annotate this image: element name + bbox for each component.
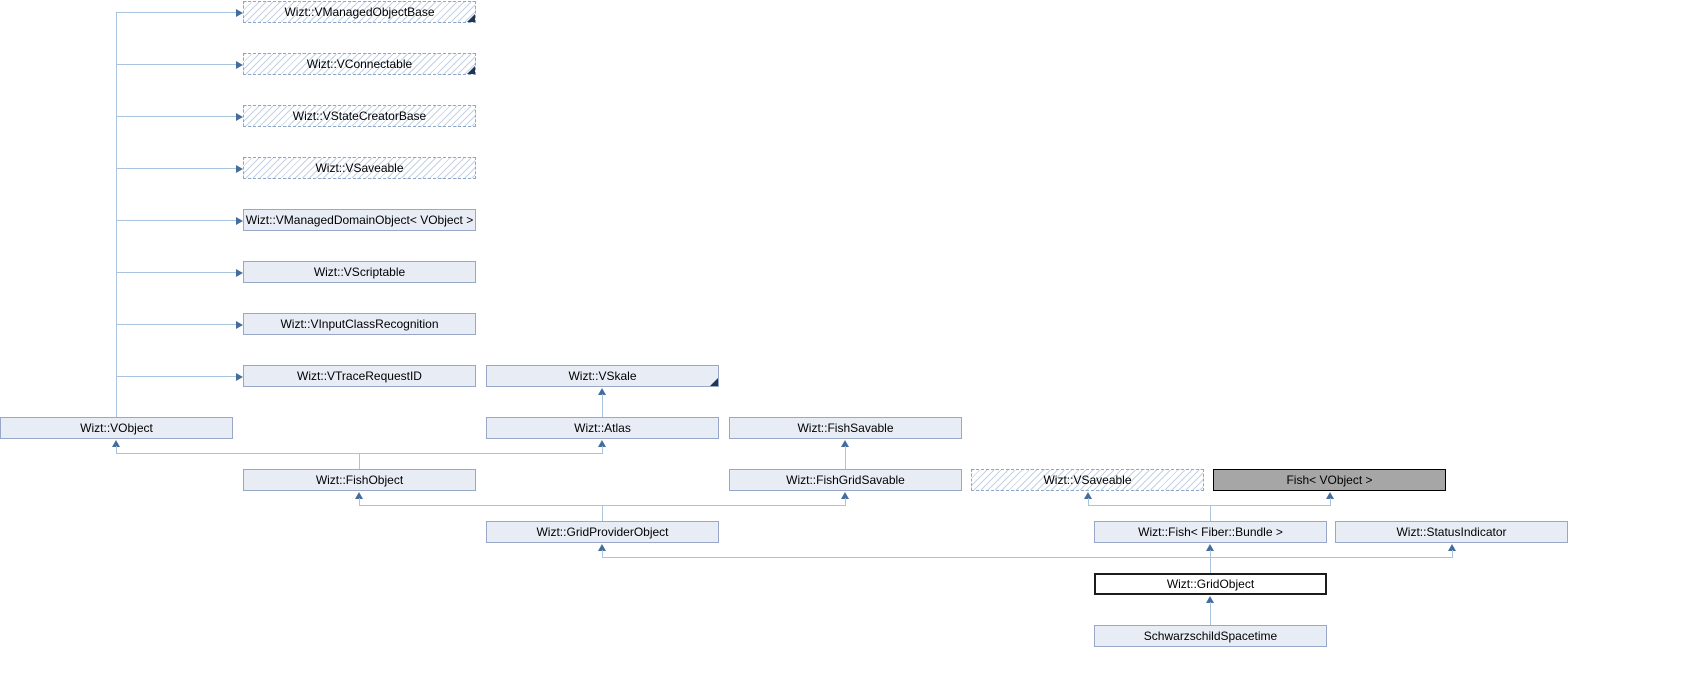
edge-gridobject-to-statusindicator xyxy=(1452,550,1453,557)
edge-gridproviderobject-to-fishgridsavable xyxy=(845,498,846,505)
edge-fishobject-trunk xyxy=(359,453,360,469)
edge-fishbundle-to-vsaveable xyxy=(1088,498,1089,505)
edge-arrow-fishgridsavable xyxy=(841,492,849,499)
edge-arrow-atlas xyxy=(598,440,606,447)
edge-gridobject-trunk xyxy=(1210,557,1211,573)
node-label: Wizt::VManagedObjectBase xyxy=(284,5,435,19)
edge-arrow-statusindicator xyxy=(1448,544,1456,551)
node-label: Wizt::FishGridSavable xyxy=(786,473,905,487)
edge-fishobject-to-atlas xyxy=(602,446,603,453)
node-label: Wizt::StatusIndicator xyxy=(1396,525,1507,539)
node-fish-vobject-current: Fish< VObject > xyxy=(1213,469,1446,491)
edge-arrow-fishsavable xyxy=(841,440,849,447)
edge-fishgridsavable-to-fishsavable xyxy=(845,446,846,469)
node-label: Wizt::VSaveable xyxy=(1043,473,1132,487)
node-wizt-statusindicator[interactable]: Wizt::StatusIndicator xyxy=(1335,521,1568,543)
edge-arrow-vtracerequestid xyxy=(236,373,243,381)
edge-atlas-to-vskale xyxy=(602,394,603,417)
node-label: Wizt::Atlas xyxy=(574,421,631,435)
edge-arrow-vsaveable-mid xyxy=(1084,492,1092,499)
edge-vobject-to-vinputclassrecognition xyxy=(116,324,237,325)
edge-gridobject-channel xyxy=(602,557,1453,558)
node-wizt-vstatecreatorbase: Wizt::VStateCreatorBase xyxy=(243,105,476,127)
node-wizt-vinputclassrecognition[interactable]: Wizt::VInputClassRecognition xyxy=(243,313,476,335)
edge-arrow-vmanageddomainobject xyxy=(236,217,243,225)
edge-arrow-vscriptable xyxy=(236,269,243,277)
node-label: Wizt::VSkale xyxy=(568,369,637,383)
node-wizt-vscriptable[interactable]: Wizt::VScriptable xyxy=(243,261,476,283)
edge-arrow-vconnectable xyxy=(236,61,243,69)
edge-arrow-fishbundle xyxy=(1206,544,1214,551)
node-label: Wizt::Fish< Fiber::Bundle > xyxy=(1138,525,1283,539)
node-wizt-atlas[interactable]: Wizt::Atlas xyxy=(486,417,719,439)
node-label: Fish< VObject > xyxy=(1286,473,1373,487)
node-wizt-vmanageddomainobject[interactable]: Wizt::VManagedDomainObject< VObject > xyxy=(243,209,476,231)
node-wizt-vmanagedobjectbase: Wizt::VManagedObjectBase xyxy=(243,1,476,23)
node-label: SchwarzschildSpacetime xyxy=(1143,629,1278,643)
edge-vobject-to-vstatecreatorbase xyxy=(116,116,237,117)
node-wizt-fishobject[interactable]: Wizt::FishObject xyxy=(243,469,476,491)
edge-gridproviderobject-to-fishobject xyxy=(359,498,360,505)
edge-fishbundle-trunk xyxy=(1210,505,1211,521)
edge-arrow-vsaveable-top xyxy=(236,165,243,173)
edge-arrow-fishobject xyxy=(355,492,363,499)
node-label: Wizt::VObject xyxy=(80,421,153,435)
node-label: Wizt::VInputClassRecognition xyxy=(280,317,439,331)
node-label: Wizt::GridProviderObject xyxy=(536,525,669,539)
node-label: Wizt::VSaveable xyxy=(315,161,404,175)
node-label: Wizt::GridObject xyxy=(1166,577,1255,591)
truncation-marker-icon xyxy=(467,14,475,22)
node-label: Wizt::VConnectable xyxy=(306,57,413,71)
edge-arrow-vinputclassrecognition xyxy=(236,321,243,329)
edge-vobject-to-vtracerequestid xyxy=(116,376,237,377)
node-label: Wizt::VTraceRequestID xyxy=(297,369,422,383)
edge-vobject-to-vmanagedobjectbase xyxy=(116,12,237,13)
node-wizt-vskale[interactable]: Wizt::VSkale xyxy=(486,365,719,387)
edge-arrow-vmanagedobjectbase xyxy=(236,9,243,17)
edge-vobject-to-vmanageddomainobject xyxy=(116,220,237,221)
edge-vobject-to-vscriptable xyxy=(116,272,237,273)
node-wizt-vtracerequestid[interactable]: Wizt::VTraceRequestID xyxy=(243,365,476,387)
edge-fishobject-channel xyxy=(116,453,603,454)
edge-vobject-to-vsaveable-top xyxy=(116,168,237,169)
node-wizt-gridobject[interactable]: Wizt::GridObject xyxy=(1094,573,1327,595)
edge-vobject-to-vconnectable xyxy=(116,64,237,65)
node-label: Wizt::VStateCreatorBase xyxy=(292,109,427,123)
node-wizt-fishsavable[interactable]: Wizt::FishSavable xyxy=(729,417,962,439)
edge-gridproviderobject-channel xyxy=(359,505,846,506)
edge-schwarzschild-to-gridobject xyxy=(1210,602,1211,625)
truncation-marker-icon xyxy=(710,378,718,386)
node-label: Wizt::FishObject xyxy=(315,473,404,487)
edge-gridobject-to-fishbundle xyxy=(1210,550,1211,557)
edge-fishbundle-channel xyxy=(1088,505,1331,506)
node-wizt-fish-fiber-bundle[interactable]: Wizt::Fish< Fiber::Bundle > xyxy=(1094,521,1327,543)
node-wizt-vsaveable-mid: Wizt::VSaveable xyxy=(971,469,1204,491)
edge-arrow-vskale xyxy=(598,388,606,395)
edge-fishobject-to-vobject xyxy=(116,446,117,453)
edge-arrow-gridobject xyxy=(1206,596,1214,603)
edge-arrow-vstatecreatorbase xyxy=(236,113,243,121)
node-schwarzschildspacetime[interactable]: SchwarzschildSpacetime xyxy=(1094,625,1327,647)
node-wizt-fishgridsavable[interactable]: Wizt::FishGridSavable xyxy=(729,469,962,491)
node-wizt-vconnectable: Wizt::VConnectable xyxy=(243,53,476,75)
node-label: Wizt::VScriptable xyxy=(313,265,406,279)
truncation-marker-icon xyxy=(467,66,475,74)
edge-arrow-fish-vobject xyxy=(1326,492,1334,499)
node-label: Wizt::VManagedDomainObject< VObject > xyxy=(245,213,474,227)
edge-arrow-vobject xyxy=(112,440,120,447)
node-wizt-gridproviderobject[interactable]: Wizt::GridProviderObject xyxy=(486,521,719,543)
edge-gridproviderobject-trunk xyxy=(602,505,603,521)
edge-vobject-bases-trunk xyxy=(116,12,117,417)
node-label: Wizt::FishSavable xyxy=(797,421,894,435)
node-wizt-vsaveable-top: Wizt::VSaveable xyxy=(243,157,476,179)
edge-arrow-gridproviderobject xyxy=(598,544,606,551)
edge-fishbundle-to-fish-vobject xyxy=(1330,498,1331,505)
edge-gridobject-to-gridproviderobject xyxy=(602,550,603,557)
node-wizt-vobject[interactable]: Wizt::VObject xyxy=(0,417,233,439)
